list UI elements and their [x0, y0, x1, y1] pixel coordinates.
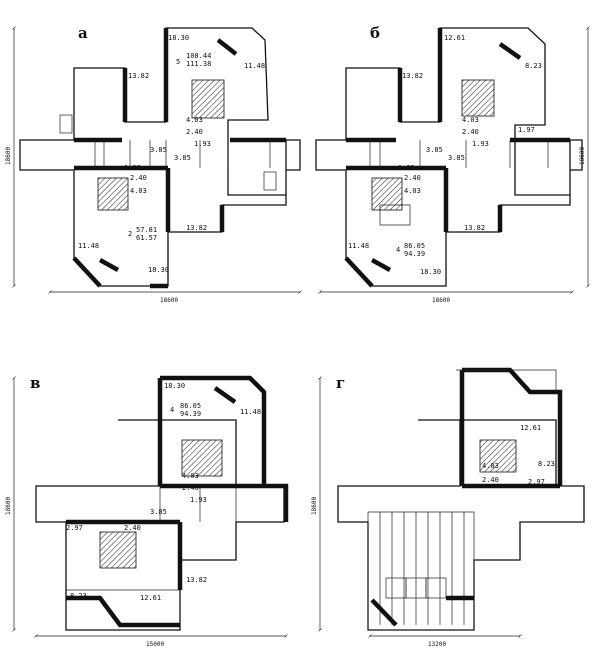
room-label: 8.23 [538, 460, 555, 468]
plan-d-room-labels: 12.61 4.03 8.23 2.40 2.97 [482, 424, 555, 486]
room-label: 8.23 [525, 62, 542, 70]
plan-a-room-labels: 18.30 5 108.44 111.38 11.48 13.82 4.03 2… [78, 34, 265, 274]
room-label: 13.82 [186, 576, 207, 584]
area-total: 94.39 [404, 250, 425, 258]
room-label: 18.30 [420, 268, 441, 276]
room-label: 12.61 [140, 594, 161, 602]
room-label: 4.03 [482, 462, 499, 470]
room-label: 3.85 [150, 146, 167, 154]
plan-a-letter: а [78, 24, 88, 42]
plan-b-dimensions: 18600 18600 [320, 28, 588, 304]
plan-c-letter: в [30, 374, 40, 392]
room-label: 8.23 [70, 592, 87, 600]
room-label: 13.82 [186, 224, 207, 232]
room-label: 2.40 [130, 174, 147, 182]
plan-d-letter: г [336, 374, 345, 392]
dimension-side: 18600 [579, 147, 586, 165]
room-label: 3.85 [174, 154, 191, 162]
room-label: 2.97 [528, 478, 545, 486]
plan-c-room-labels: 18.30 4 86.05 94.39 11.48 4.03 2.40 1.93… [66, 382, 261, 602]
plan-c: в 18.30 4 86.05 94.39 11.48 4.03 2.40 1.… [5, 374, 289, 648]
plan-d-dimensions: 13200 18600 [311, 378, 520, 648]
room-label: 1.93 [190, 496, 207, 504]
dimension-side: 18600 [5, 497, 12, 515]
plan-c-dimensions: 15000 18600 [5, 378, 286, 648]
room-label: 4.03 [186, 116, 203, 124]
room-label: 1.93 [398, 164, 415, 172]
room-label: 13.82 [402, 72, 423, 80]
plan-b-walls [315, 27, 583, 288]
room-label: 12.61 [520, 424, 541, 432]
room-label: 11.48 [348, 242, 369, 250]
dimension-side: 18600 [311, 497, 318, 515]
room-label: 12.61 [444, 34, 465, 42]
plan-d: г 12.61 4.03 8.23 2.40 2.97 13200 18600 [311, 367, 585, 648]
roof-ribs [379, 512, 465, 625]
room-label: 2.40 [182, 484, 199, 492]
unit-number: 4 [396, 246, 400, 254]
dimension-bottom: 15000 [146, 641, 164, 648]
room-label: 2.40 [186, 128, 203, 136]
area-living: 86.05 [180, 402, 201, 410]
area-living: 86.05 [404, 242, 425, 250]
room-label: 2.40 [462, 128, 479, 136]
plan-a: а 18.30 5 108.44 111.38 11.48 13.82 4.03… [5, 24, 300, 304]
plan-b: б 12.61 8.23 13.82 4.03 2.40 1.97 3.85 3… [315, 24, 588, 304]
room-label: 18.30 [148, 266, 169, 274]
room-label: 1.93 [124, 164, 141, 172]
dimension-bottom: 18600 [432, 297, 450, 304]
room-label: 1.93 [194, 140, 211, 148]
room-label: 4.03 [404, 187, 421, 195]
room-label: 13.82 [464, 224, 485, 232]
room-label: 4.03 [462, 116, 479, 124]
room-label: 2.40 [482, 476, 499, 484]
room-label: 13.82 [128, 72, 149, 80]
area-total: 111.38 [186, 60, 211, 68]
area-total: 94.39 [180, 410, 201, 418]
room-label: 2.40 [124, 524, 141, 532]
area-living: 108.44 [186, 52, 211, 60]
unit-number: 4 [170, 406, 174, 414]
room-label: 1.93 [472, 140, 489, 148]
area-living: 57.81 [136, 226, 157, 234]
room-label: 4.03 [130, 187, 147, 195]
plan-a-dimensions: 18600 18600 [5, 28, 300, 304]
plan-b-letter: б [370, 24, 380, 42]
dimension-bottom: 13200 [428, 641, 446, 648]
room-label: 3.85 [426, 146, 443, 154]
plan-d-walls [337, 367, 585, 631]
room-label: 2.40 [404, 174, 421, 182]
room-label: 2.97 [66, 524, 83, 532]
room-label: 18.30 [164, 382, 185, 390]
room-label: 1.97 [518, 126, 535, 134]
unit-number: 5 [176, 58, 180, 66]
room-label: 11.48 [78, 242, 99, 250]
plan-b-room-labels: 12.61 8.23 13.82 4.03 2.40 1.97 3.85 3.8… [348, 34, 542, 276]
dimension-bottom: 18600 [160, 297, 178, 304]
room-label: 11.48 [240, 408, 261, 416]
area-total: 61.57 [136, 234, 157, 242]
room-label: 18.30 [168, 34, 189, 42]
room-label: 4.03 [182, 472, 199, 480]
room-label: 3.85 [448, 154, 465, 162]
room-label: 11.48 [244, 62, 265, 70]
room-label: 3.85 [150, 508, 167, 516]
dimension-side: 18600 [5, 147, 12, 165]
plan-c-walls [35, 375, 289, 631]
plan-a-walls [19, 27, 301, 289]
unit-number: 2 [128, 230, 132, 238]
